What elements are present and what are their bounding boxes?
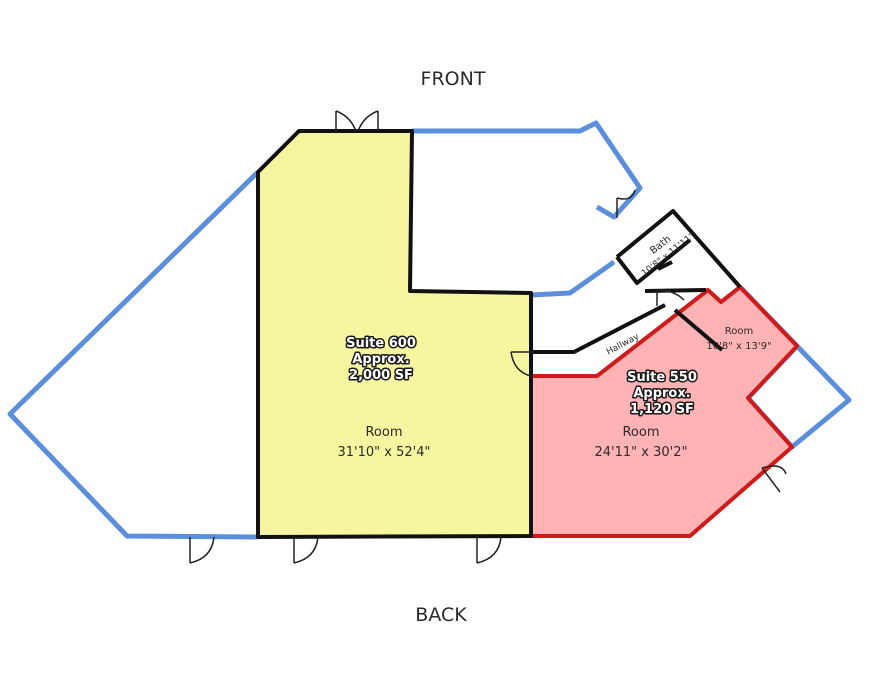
door-back-center xyxy=(293,536,319,564)
door-suite-550-side xyxy=(761,465,787,493)
suite-550-approx: Approx. xyxy=(633,386,690,401)
small-room-label: Room xyxy=(725,326,753,337)
suite-600-area-text: 2,000 SF xyxy=(349,368,413,383)
door-suite-600-side xyxy=(510,351,532,377)
door-bath xyxy=(656,289,685,306)
suite-550-area xyxy=(529,285,799,538)
suite-600-title: Suite 600 xyxy=(346,336,416,351)
hallway-wall-upper xyxy=(531,303,666,354)
suite-550-room-label: Room xyxy=(622,425,659,440)
suite-600-room-label: Room xyxy=(365,425,402,440)
bath-walls xyxy=(615,209,742,293)
room-divider xyxy=(673,308,724,352)
suite-550-area-text: 1,120 SF xyxy=(630,402,694,417)
door-back-left xyxy=(189,536,215,564)
door-front-right xyxy=(616,189,636,218)
exterior-wall-front-right xyxy=(412,120,643,220)
front-label: FRONT xyxy=(421,68,486,90)
door-back-right xyxy=(476,536,502,564)
suite-550-room-dims: 24'11" x 30'2" xyxy=(595,445,688,460)
back-label: BACK xyxy=(415,604,467,626)
suite-550-title: Suite 550 xyxy=(627,370,697,385)
interior-wall-light xyxy=(530,259,616,298)
front-door xyxy=(335,110,379,132)
suite-600-area xyxy=(256,129,533,539)
bath-fixture xyxy=(657,260,673,271)
small-room-dims: 10'8" x 13'9" xyxy=(706,341,771,352)
suite-600-room-dims: 31'10" x 52'4" xyxy=(338,445,431,460)
suite-600-approx: Approx. xyxy=(352,352,409,367)
exterior-wall-left xyxy=(7,170,260,540)
